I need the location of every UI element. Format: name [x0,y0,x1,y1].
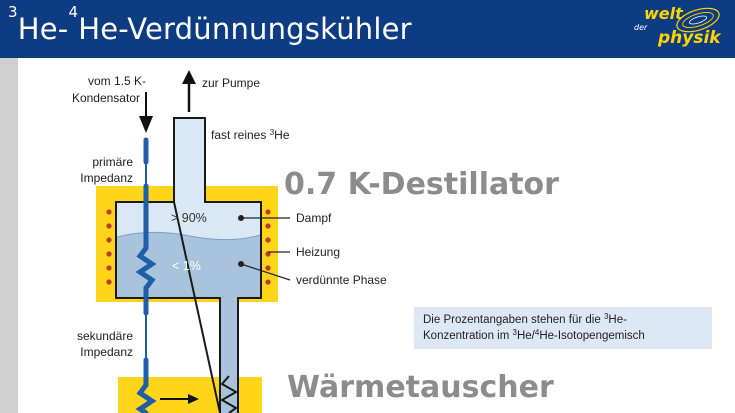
capillary-line [135,137,157,413]
logo-text-welt: welt [644,4,683,23]
pump-arrow-head-icon [182,70,196,84]
page-title: 3He-4He-Verdünnungskühler [8,3,412,47]
liquid-surface [116,231,261,241]
label-secondary-impedance-2: Impedanz [80,345,133,359]
label-dampf: Dampf [296,211,332,225]
label-secondary-impedance-1: sekundäre [76,329,133,343]
label-condenser-line2: Kondensator [71,91,140,105]
heater-dots-left [106,209,112,285]
label-verduennte-phase: verdünnte Phase [296,273,387,287]
header-bar: 3He-4He-Verdünnungskühler welt der physi… [0,0,735,58]
concentration-note-box: Die Prozentangaben stehen für die 3He-Ko… [414,307,712,349]
outlet-zigzag [219,375,239,413]
label-heizung: Heizung [296,245,341,259]
label-pure-he3: fast reines 3He [211,128,290,142]
logo-swirl-icon [676,7,720,33]
welt-der-physik-logo[interactable]: welt der physik [628,2,723,56]
heater-dots-right [265,209,271,285]
label-vapor-percent: > 90% [171,211,207,225]
label-primary-impedance-2: Impedanz [80,171,133,185]
concentration-note-text: Die Prozentangaben stehen für die 3He-Ko… [423,312,645,342]
inlet-arrow-head-icon [139,116,153,133]
leader-phase [240,263,291,281]
label-liquid-percent: < 1% [172,259,201,273]
label-pump: zur Pumpe [202,76,261,90]
label-condenser-line1: vom 1.5 K- [87,74,146,88]
left-sidebar-strip [0,58,18,413]
heat-flow-arrow-head-icon [188,394,199,404]
label-destillator: 0.7 K-Destillator [284,167,559,202]
logo-text-physik: physik [658,28,721,48]
logo-text-der: der [634,23,648,32]
label-waermetauscher: Wärmetauscher [287,370,554,405]
label-primary-impedance-1: primäre [92,155,133,169]
